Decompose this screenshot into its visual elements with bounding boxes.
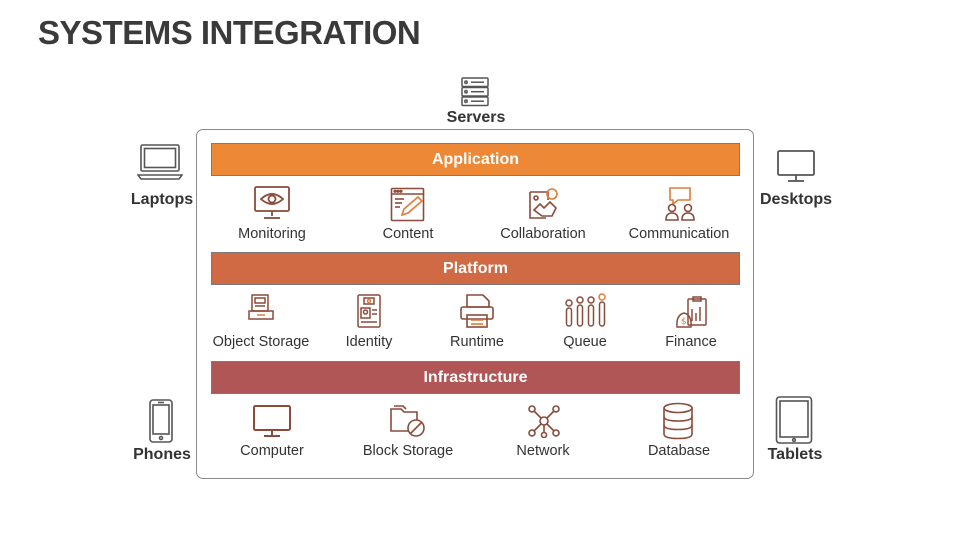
communication-icon [664,186,696,222]
block-storage-icon [389,403,427,439]
queue-icon [563,293,607,329]
integration-frame [196,129,754,479]
finance-label: Finance [665,334,717,350]
block-storage-label: Block Storage [362,443,454,459]
desktops-label: Desktops [759,191,833,208]
computer-label: Computer [240,443,304,459]
computer-icon [252,404,292,438]
page-title: SYSTEMS INTEGRATION [38,14,421,51]
identity-label: Identity [345,334,393,350]
database-label: Database [647,443,711,459]
content-edit-icon [390,187,426,223]
content-label: Content [382,226,434,242]
network-icon [527,404,561,438]
runtime-label: Runtime [450,334,504,350]
phone-icon [148,399,174,443]
tablets-label: Tablets [767,446,823,463]
object-storage-icon [247,293,275,321]
platform-bar: Platform [211,252,740,285]
queue-label: Queue [563,334,607,350]
finance-icon: $ [674,295,710,329]
laptop-icon [137,143,183,181]
monitoring-label: Monitoring [238,226,306,242]
infrastructure-bar: Infrastructure [211,361,740,394]
tablet-icon [775,396,813,444]
runtime-icon [459,293,495,329]
collaboration-icon [526,186,562,222]
svg-text:$: $ [681,317,687,327]
collaboration-label: Collaboration [500,226,586,242]
communication-label: Communication [628,226,730,242]
network-label: Network [516,443,570,459]
application-bar: Application [211,143,740,176]
identity-icon [356,293,382,329]
server-icon [461,77,489,107]
desktop-icon [776,149,816,183]
phones-label: Phones [133,446,191,463]
eye-monitor-icon [253,185,291,221]
object-storage-label: Object Storage [212,334,310,350]
servers-label: Servers [446,109,506,126]
database-icon [662,402,694,440]
laptops-label: Laptops [130,191,194,208]
